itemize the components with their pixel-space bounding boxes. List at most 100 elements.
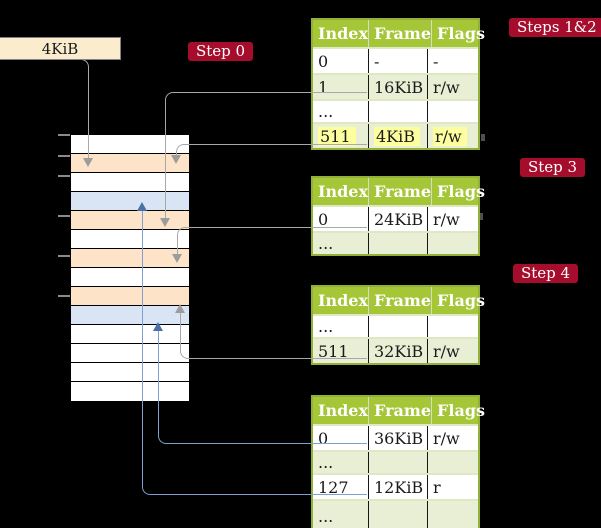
memory-row-free (71, 268, 189, 287)
cell-flags (427, 452, 478, 473)
memory-row-free (71, 363, 189, 382)
cell-frame (368, 101, 427, 122)
cell-index: 511 (313, 124, 368, 148)
cell-flags: r/w (427, 75, 478, 99)
cell-flags-value: r/w (433, 209, 460, 229)
cell-frame-value: - (374, 51, 380, 71)
arrow-root-to-4kib-frame (79, 59, 89, 158)
memory-row-page (71, 306, 189, 325)
table-row: 511 4KiB r/w (313, 122, 478, 148)
cell-frame (368, 452, 427, 473)
cell-index-value: 511 (318, 341, 349, 361)
table-row: 0 - - (313, 47, 478, 73)
cell-frame: 16KiB (368, 75, 427, 99)
cell-index-value: ... (318, 234, 334, 253)
cell-flags: r/w (427, 426, 478, 450)
cell-index-value: 0 (318, 51, 329, 71)
arrow-entry1-to-16kib-frame (165, 92, 367, 218)
cell-index: 511 (313, 339, 368, 363)
cell-index-value: 0 (318, 428, 329, 448)
cell-frame: 32KiB (368, 339, 427, 363)
memory-row-free (71, 230, 189, 249)
memory-row-free (71, 344, 189, 363)
cell-index: 127 (313, 475, 368, 499)
cell-flags: - (427, 49, 478, 73)
cell-flags: r/w (427, 339, 478, 363)
cell-flags-value: - (433, 51, 439, 71)
column-header: Frame (368, 178, 431, 205)
arrow-entry127-to-12kib-page-head (137, 202, 147, 211)
cell-flags: r (427, 475, 478, 499)
cell-frame-value: 12KiB (374, 477, 424, 497)
column-header: Frame (368, 287, 431, 314)
column-header: Index (318, 291, 369, 310)
cell-frame: 36KiB (368, 426, 427, 450)
root-pointer-box: 4KiB (0, 37, 121, 60)
table-row: ... (313, 499, 478, 528)
cell-frame (368, 316, 427, 337)
memory-tick (58, 255, 70, 257)
cell-flags-value: r/w (433, 341, 460, 361)
table-row: ... (313, 450, 478, 473)
memory-tick (58, 155, 70, 157)
cell-frame-value: 32KiB (374, 341, 424, 361)
table-row: ... (313, 99, 478, 122)
arrow-entry0-to-36kib-page-head (153, 322, 163, 331)
arrow-entry0-to-24kib-frame-head (172, 254, 182, 263)
step-4-label: Step 4 (513, 264, 579, 283)
memory-tick (58, 134, 70, 136)
memory-tick (58, 295, 70, 297)
column-header: Flags (431, 178, 485, 205)
memory-tick (58, 215, 70, 217)
cell-flags-value: r/w (433, 77, 460, 97)
cell-index-value: 1 (318, 77, 329, 97)
cell-frame: 4KiB (368, 124, 427, 148)
column-header: Index (318, 182, 369, 201)
cell-index-value: 511 (318, 126, 356, 146)
arrow-entry0-to-24kib-frame (177, 227, 367, 254)
cell-frame-value: 24KiB (374, 209, 424, 229)
active-row-marker (480, 213, 483, 220)
arrow-entry511-to-32kib-frame (180, 313, 367, 359)
cell-index: 0 (313, 207, 368, 231)
column-header: Flags (431, 287, 485, 314)
cell-index: 0 (313, 49, 368, 73)
arrow-entry127-to-12kib-page (142, 211, 367, 495)
column-header: Frame (368, 397, 431, 424)
cell-index-value: 0 (318, 209, 329, 229)
table-row: 0 36KiB r/w (313, 424, 478, 450)
cell-index-value: 127 (318, 477, 349, 497)
column-header: Flags (431, 397, 485, 424)
cell-index-value: ... (318, 453, 334, 472)
table-row: 1 16KiB r/w (313, 73, 478, 99)
memory-row-free (71, 173, 189, 192)
arrow-root-to-4kib-frame-head (83, 158, 93, 167)
steps-1-2-label: Steps 1&2 (509, 18, 601, 37)
arrow-entry511-to-4kib-frame-head (171, 155, 181, 164)
cell-flags-value: r/w (433, 126, 467, 146)
arrow-entry511-to-4kib-frame (176, 144, 367, 155)
cell-index: ... (313, 452, 368, 473)
root-pointer-label: 4KiB (41, 39, 79, 58)
step-3-label: Step 3 (520, 158, 586, 177)
cell-frame-value: 36KiB (374, 428, 424, 448)
cell-flags: r/w (427, 124, 478, 148)
cell-frame (368, 233, 427, 254)
cell-flags-value: r/w (433, 428, 460, 448)
arrow-entry511-to-32kib-frame-head (175, 304, 185, 313)
cell-frame: 24KiB (368, 207, 427, 231)
step-0-label: Step 0 (188, 42, 254, 61)
cell-frame (368, 501, 427, 528)
cell-frame: - (368, 49, 427, 73)
active-row-marker (481, 134, 485, 141)
cell-flags (427, 501, 478, 528)
cell-frame: 12KiB (368, 475, 427, 499)
